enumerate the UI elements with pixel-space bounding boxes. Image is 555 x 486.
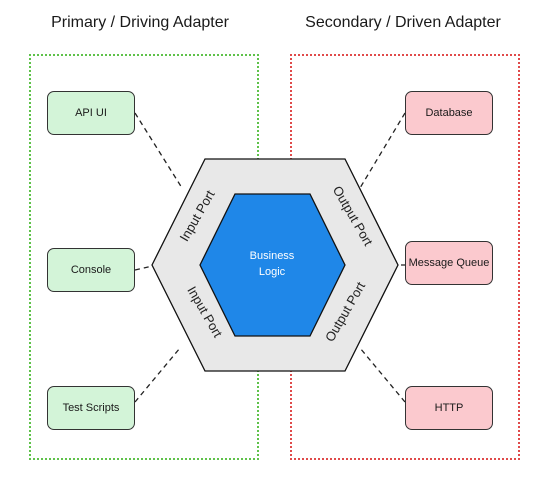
- business-logic-line1: Business: [250, 250, 295, 262]
- connector-test-scripts: [134, 347, 181, 403]
- adapter-test-scripts[interactable]: Test Scripts: [47, 386, 135, 430]
- business-logic-hexagon: [199, 193, 346, 337]
- adapter-http[interactable]: HTTP: [405, 386, 493, 430]
- connector-http: [359, 347, 406, 403]
- adapter-database[interactable]: Database: [405, 91, 493, 135]
- primary-adapter-heading: Primary / Driving Adapter: [51, 14, 229, 31]
- adapter-api-ui[interactable]: API UI: [47, 91, 135, 135]
- adapter-message-queue[interactable]: Message Queue: [405, 241, 493, 285]
- adapter-console[interactable]: Console: [47, 248, 135, 292]
- secondary-adapter-heading: Secondary / Driven Adapter: [305, 14, 501, 31]
- business-logic-line2: Logic: [259, 266, 286, 278]
- connector-api-ui: [134, 112, 183, 189]
- connector-database: [359, 112, 406, 189]
